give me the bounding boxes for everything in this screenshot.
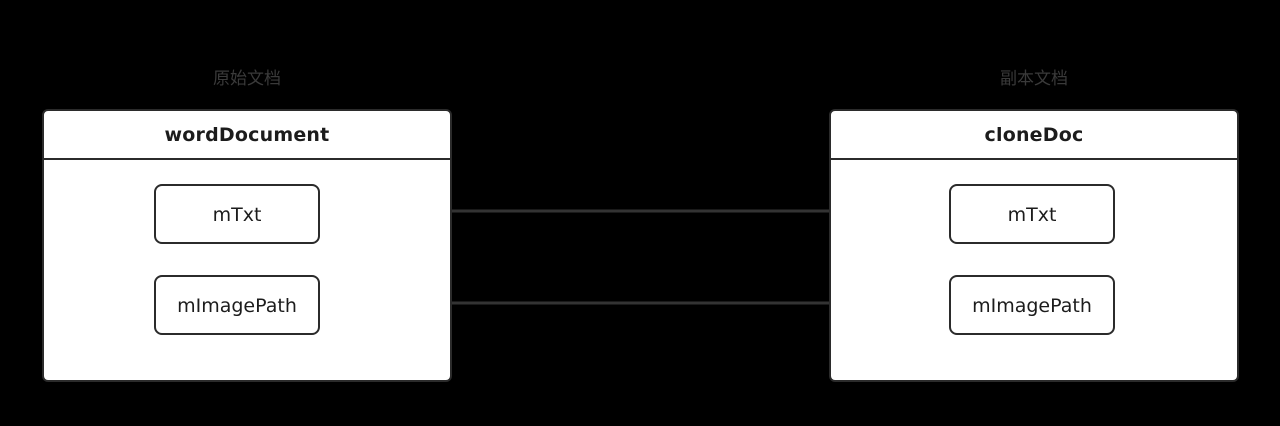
caption-copy-document: 副本文档 — [1000, 69, 1068, 89]
member-label-right-mimagepath: mImagePath — [972, 295, 1092, 317]
member-box-left-mimagepath[interactable]: mImagePath — [154, 275, 320, 335]
member-box-right-mimagepath[interactable]: mImagePath — [949, 275, 1115, 335]
member-label-left-mtxt: mTxt — [212, 204, 262, 226]
class-title-worddocument: wordDocument — [44, 111, 450, 160]
member-label-left-mimagepath: mImagePath — [177, 295, 297, 317]
class-title-clonedoc: cloneDoc — [831, 111, 1237, 160]
member-box-right-mtxt[interactable]: mTxt — [949, 184, 1115, 244]
member-label-right-mtxt: mTxt — [1007, 204, 1057, 226]
member-box-left-mtxt[interactable]: mTxt — [154, 184, 320, 244]
caption-original-document: 原始文档 — [213, 69, 281, 89]
class-box-worddocument[interactable]: wordDocument mTxt mImagePath — [42, 109, 452, 382]
class-box-clonedoc[interactable]: cloneDoc mTxt mImagePath — [829, 109, 1239, 382]
